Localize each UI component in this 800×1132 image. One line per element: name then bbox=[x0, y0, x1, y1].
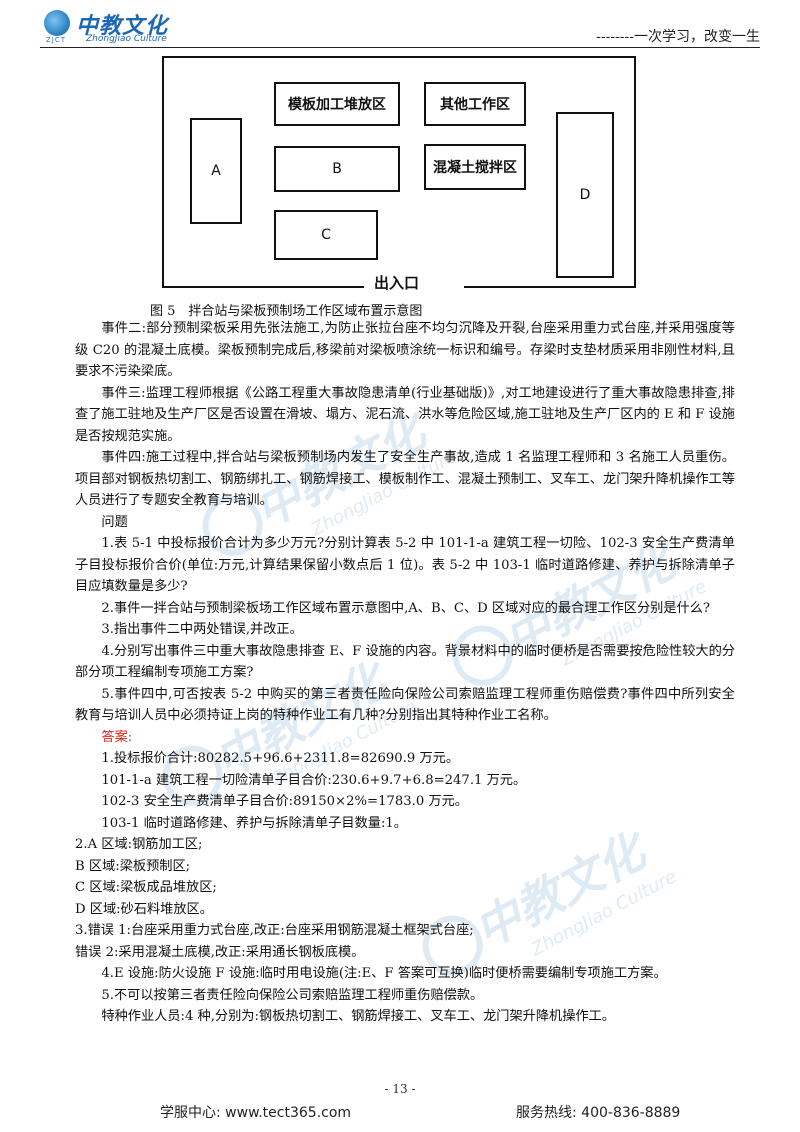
zone-a: A bbox=[190, 118, 242, 224]
question-2: 2.事件一拌合站与预制梁板场工作区域布置示意图中,A、B、C、D 区域对应的最合… bbox=[101, 600, 710, 616]
answer-heading: 答案: bbox=[101, 729, 133, 745]
logo-text-cn: 中教文化 bbox=[76, 14, 169, 39]
site-layout-diagram: A 模板加工堆放区 B C 其他工作区 混凝土搅拌区 D 出入口 bbox=[162, 56, 636, 293]
header-slogan: --------一次学习，改变一生 bbox=[596, 29, 760, 45]
logo-sub: ZJCT bbox=[46, 36, 67, 44]
gate-label: 出入口 bbox=[370, 272, 424, 293]
footer-hotline: 服务热线: 400-836-8889 bbox=[516, 1105, 681, 1121]
answer-1-road: 103-1 临时道路修建、养护与拆除清单子目数量:1。 bbox=[101, 815, 407, 831]
question-4: 4.分别写出事件三中重大事故隐患排查 E、F 设施的内容。背景材料中的临时便桥是… bbox=[75, 643, 735, 681]
document-body: 事件二:部分预制梁板采用先张法施工,为防止张拉台座不均匀沉降及开裂,台座采用重力… bbox=[75, 318, 735, 1028]
answer-5: 5.不可以按第三者责任险向保险公司索赔监理工程师重伤赔偿款。 bbox=[101, 987, 484, 1003]
zone-b: B bbox=[274, 146, 400, 192]
page-header: ZJCT 中教文化 ZhongJiao Culture --------一次学习… bbox=[40, 8, 760, 48]
answer-2-c: C 区域:梁板成品堆放区; bbox=[75, 880, 217, 895]
answer-1-safety: 102-3 安全生产费清单子目合价:89150×2%=1783.0 万元。 bbox=[101, 794, 468, 809]
zone-other: 其他工作区 bbox=[424, 82, 526, 126]
answer-1-total: 1.投标报价合计:80282.5+96.6+2311.8=82690.9 万元。 bbox=[101, 751, 460, 766]
globe-icon bbox=[44, 10, 70, 36]
zone-c: C bbox=[274, 210, 378, 260]
answer-5-workers: 特种作业人员:4 种,分别为:钢板热切割工、钢筋焊接工、叉车工、龙门架升降机操作… bbox=[101, 1009, 615, 1024]
brand-logo: ZJCT 中教文化 ZhongJiao Culture bbox=[40, 8, 240, 48]
zone-concrete: 混凝土搅拌区 bbox=[424, 144, 526, 190]
page-number: - 13 - bbox=[384, 1082, 416, 1096]
question-3: 3.指出事件二中两处错误,并改正。 bbox=[101, 622, 303, 637]
answer-3-error-2: 错误 2:采用混凝土底模,改正:采用通长钢板底模。 bbox=[75, 944, 365, 960]
question-1: 1.表 5-1 中投标报价合计为多少万元?分别计算表 5-2 中 101-1-a… bbox=[75, 536, 735, 594]
footer-website: 学服中心: www.tect365.com bbox=[160, 1105, 352, 1121]
figure-caption: 图 5 拌合站与梁板预制场工作区域布置示意图 bbox=[150, 304, 423, 319]
answer-4: 4.E 设施:防火设施 F 设施:临时用电设施(注:E、F 答案可互换)临时便桥… bbox=[101, 966, 667, 981]
answer-2-b: B 区域:梁板预制区; bbox=[75, 858, 191, 874]
answer-3-error-1: 3.错误 1:台座采用重力式台座,改正:台座采用钢筋混凝土框架式台座; bbox=[75, 923, 474, 938]
header-divider bbox=[40, 47, 760, 48]
question-5: 5.事件四中,可否按表 5-2 中购买的第三者责任险向保险公司索赔监理工程师重伤… bbox=[75, 686, 735, 724]
logo-text-en: ZhongJiao Culture bbox=[86, 34, 167, 44]
answer-2-a: 2.A 区域:钢筋加工区; bbox=[75, 837, 203, 852]
event-2: 事件二:部分预制梁板采用先张法施工,为防止张拉台座不均匀沉降及开裂,台座采用重力… bbox=[75, 321, 735, 379]
answer-1-insurance: 101-1-a 建筑工程一切险清单子目合价:230.6+9.7+6.8=247.… bbox=[101, 772, 527, 788]
event-4: 事件四:施工过程中,拌合站与梁板预制场内发生了安全生产事故,造成 1 名监理工程… bbox=[75, 450, 735, 508]
event-3: 事件三:监理工程师根据《公路工程重大事故隐患清单(行业基础版)》,对工地建设进行… bbox=[75, 385, 735, 444]
answer-2-d: D 区域:砂石料堆放区。 bbox=[75, 901, 213, 917]
zone-formwork: 模板加工堆放区 bbox=[274, 82, 400, 126]
questions-heading: 问题 bbox=[101, 514, 128, 530]
zone-d: D bbox=[556, 112, 614, 278]
